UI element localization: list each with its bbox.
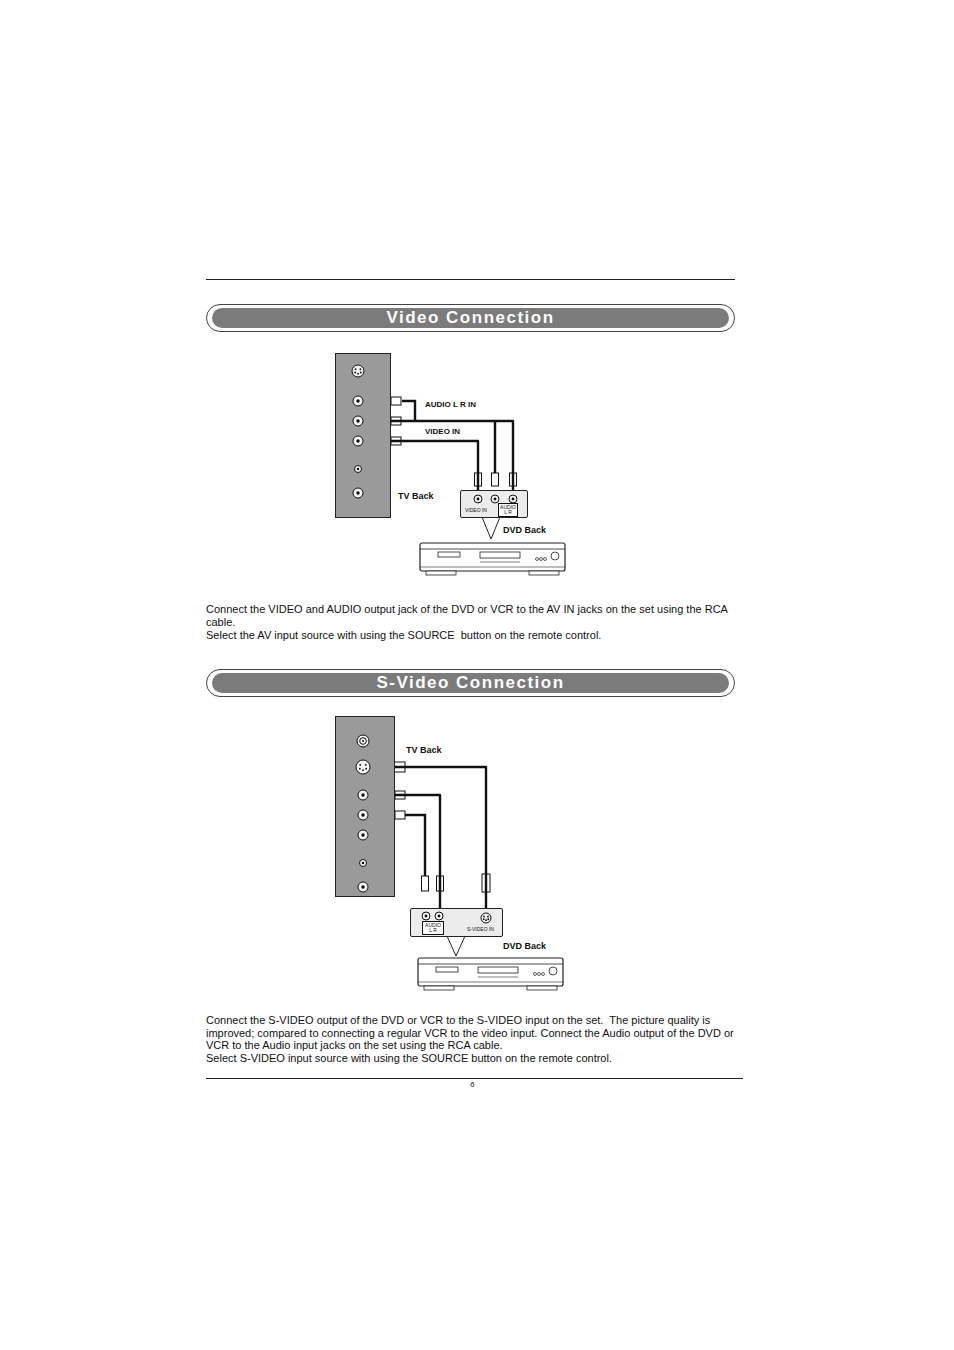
- jack-label: AUDIO L R: [422, 921, 444, 935]
- dvd-back-panel: VIDEO INAUDIO L RDVD Back: [460, 490, 528, 518]
- jack-label: AUDIO L R: [498, 503, 518, 517]
- rule-line: [206, 279, 735, 280]
- callout-pointer: [447, 936, 465, 956]
- jack: [360, 860, 367, 867]
- section-title: Video Connection: [212, 308, 729, 328]
- instruction-text: Select S-VIDEO input source with using t…: [206, 1052, 748, 1065]
- jack: [356, 760, 370, 774]
- panel-caption: TV Back: [406, 746, 442, 755]
- section-title-band: Video Connection: [206, 304, 735, 332]
- panel-caption: DVD Back: [503, 526, 546, 535]
- dvd-back-panel: AUDIO L RS-VIDEO INDVD Back: [410, 908, 503, 937]
- cable-connector: [391, 441, 478, 490]
- page-number: 6: [470, 1080, 482, 1090]
- jack: [353, 396, 363, 406]
- jack: [422, 912, 430, 920]
- jack: [355, 466, 362, 473]
- cable-connector: [391, 421, 513, 490]
- instruction-text: Connect the VIDEO and AUDIO output jack …: [206, 603, 741, 628]
- connector-label: AUDIO L R IN: [424, 400, 477, 409]
- section-title-band: S-Video Connection: [206, 669, 735, 697]
- rule-line: [206, 1078, 743, 1079]
- instruction-text: Connect the S-VIDEO output of the DVD or…: [206, 1014, 748, 1052]
- cable-connector: [395, 795, 440, 908]
- dvd-player: [418, 958, 563, 990]
- jack: [435, 912, 443, 920]
- section-title: S-Video Connection: [212, 673, 729, 693]
- jack-label: VIDEO IN: [465, 508, 487, 513]
- cable-connector: [395, 767, 486, 908]
- callout-pointer: [482, 517, 500, 539]
- cable: [405, 815, 425, 880]
- tv-back-panel: TV Back: [335, 353, 391, 518]
- panel-caption: DVD Back: [503, 942, 546, 951]
- jack: [353, 416, 363, 426]
- jack: [357, 735, 369, 747]
- cable: [402, 401, 495, 478]
- jack: [474, 495, 482, 503]
- connector-label: VIDEO IN: [424, 427, 461, 436]
- jack-label: S-VIDEO IN: [467, 927, 494, 932]
- plug: [383, 762, 490, 892]
- jack: [491, 495, 499, 503]
- jack: [481, 913, 491, 923]
- dvd-player: [420, 543, 565, 575]
- jack: [358, 882, 368, 892]
- jack: [353, 436, 363, 446]
- jack: [352, 365, 364, 377]
- tv-back-panel: TV Back: [335, 716, 395, 897]
- panel-caption: TV Back: [398, 492, 434, 501]
- instruction-text: Select the AV input source with using th…: [206, 629, 741, 642]
- jack-drawing: [335, 353, 391, 518]
- jack: [358, 830, 368, 840]
- jack: [358, 810, 368, 820]
- jack-drawing: [335, 716, 395, 897]
- jack: [509, 495, 517, 503]
- jack: [358, 790, 368, 800]
- jack: [353, 488, 363, 498]
